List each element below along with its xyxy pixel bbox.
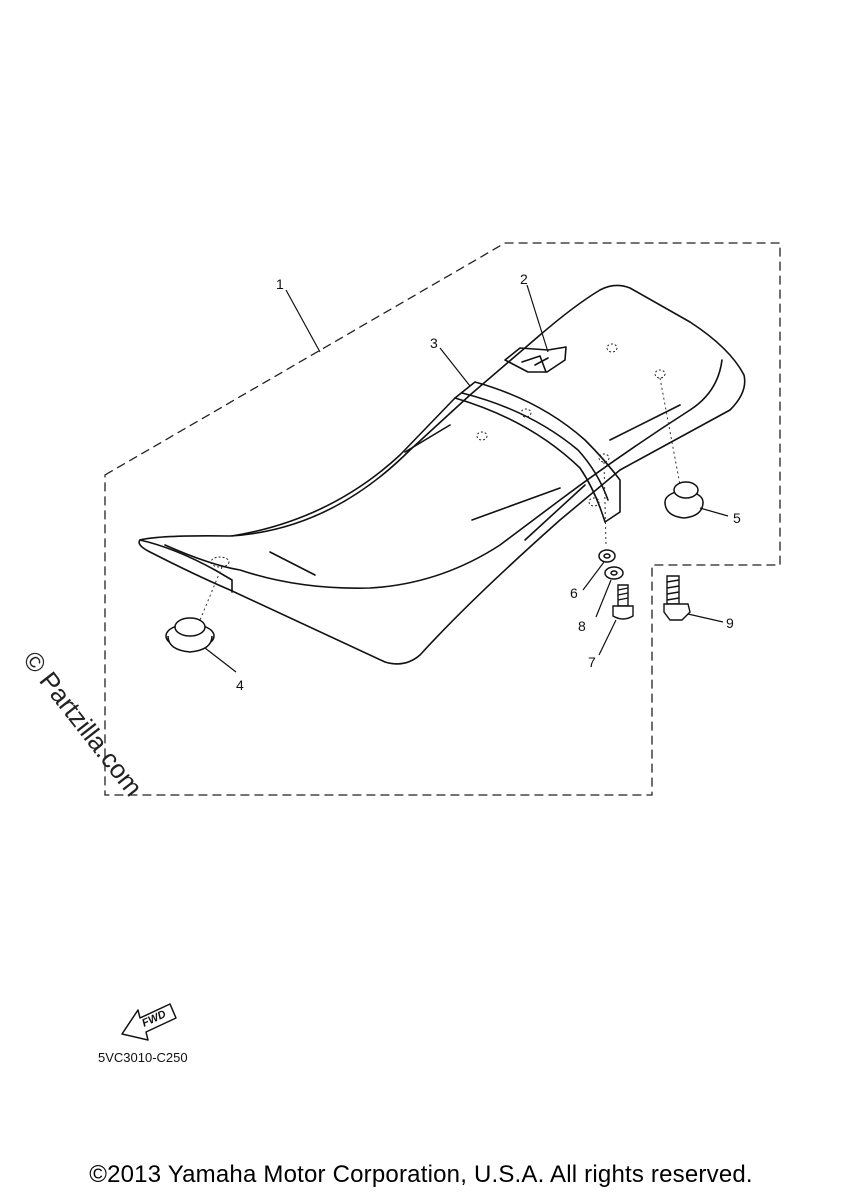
hole-3 — [520, 408, 532, 418]
hole-4 — [476, 431, 488, 441]
seat-hinge — [504, 346, 567, 373]
damper-part-5 — [664, 481, 704, 519]
seat-highlight-5 — [609, 404, 681, 441]
guide-lines — [199, 377, 681, 621]
seat-upper-contour — [231, 397, 456, 537]
diagram-code: 5VC3010-C250 — [98, 1050, 188, 1065]
copyright-notice: ©2013 Yamaha Motor Corporation, U.S.A. A… — [89, 1161, 753, 1188]
callout-5: 5 — [733, 510, 741, 526]
callout-9: 9 — [726, 615, 734, 631]
callout-2: 2 — [520, 271, 528, 287]
assembly-boundary — [104, 242, 781, 796]
seat-hinge-detail — [521, 355, 549, 373]
washer-part-8 — [604, 566, 624, 580]
mounting-holes — [210, 343, 666, 568]
seat-front-lip — [139, 539, 233, 593]
seat-surface-contour — [164, 359, 723, 589]
hole-6 — [588, 497, 600, 507]
seat-strap-inner — [461, 392, 609, 501]
callout-6: 6 — [570, 585, 578, 601]
damper-part-4 — [165, 617, 215, 653]
callout-labels: 1 2 3 4 5 6 7 8 9 — [236, 271, 741, 693]
hole-2 — [654, 369, 666, 379]
seat-outline — [138, 284, 746, 665]
callout-7: 7 — [588, 654, 596, 670]
hole-1 — [606, 343, 618, 353]
callout-4: 4 — [236, 677, 244, 693]
collar-part-6 — [598, 549, 616, 563]
seat-highlight-4 — [269, 551, 316, 576]
seat-assembly — [138, 284, 746, 665]
callout-3: 3 — [430, 335, 438, 351]
callout-8: 8 — [578, 618, 586, 634]
callout-1: 1 — [276, 276, 284, 292]
watermark: © Partzilla.com — [17, 645, 149, 802]
hole-7 — [210, 556, 230, 568]
bolt-part-7 — [612, 584, 634, 620]
seat-highlight-3 — [524, 484, 586, 541]
seat-strap — [454, 381, 621, 523]
leader-lines — [204, 284, 729, 673]
seat-highlight-2 — [471, 487, 561, 521]
bolt-part-9 — [663, 575, 691, 621]
seat-highlight-1 — [404, 424, 451, 453]
fwd-arrow-icon: FWD — [121, 1003, 177, 1041]
hole-5 — [598, 453, 610, 463]
